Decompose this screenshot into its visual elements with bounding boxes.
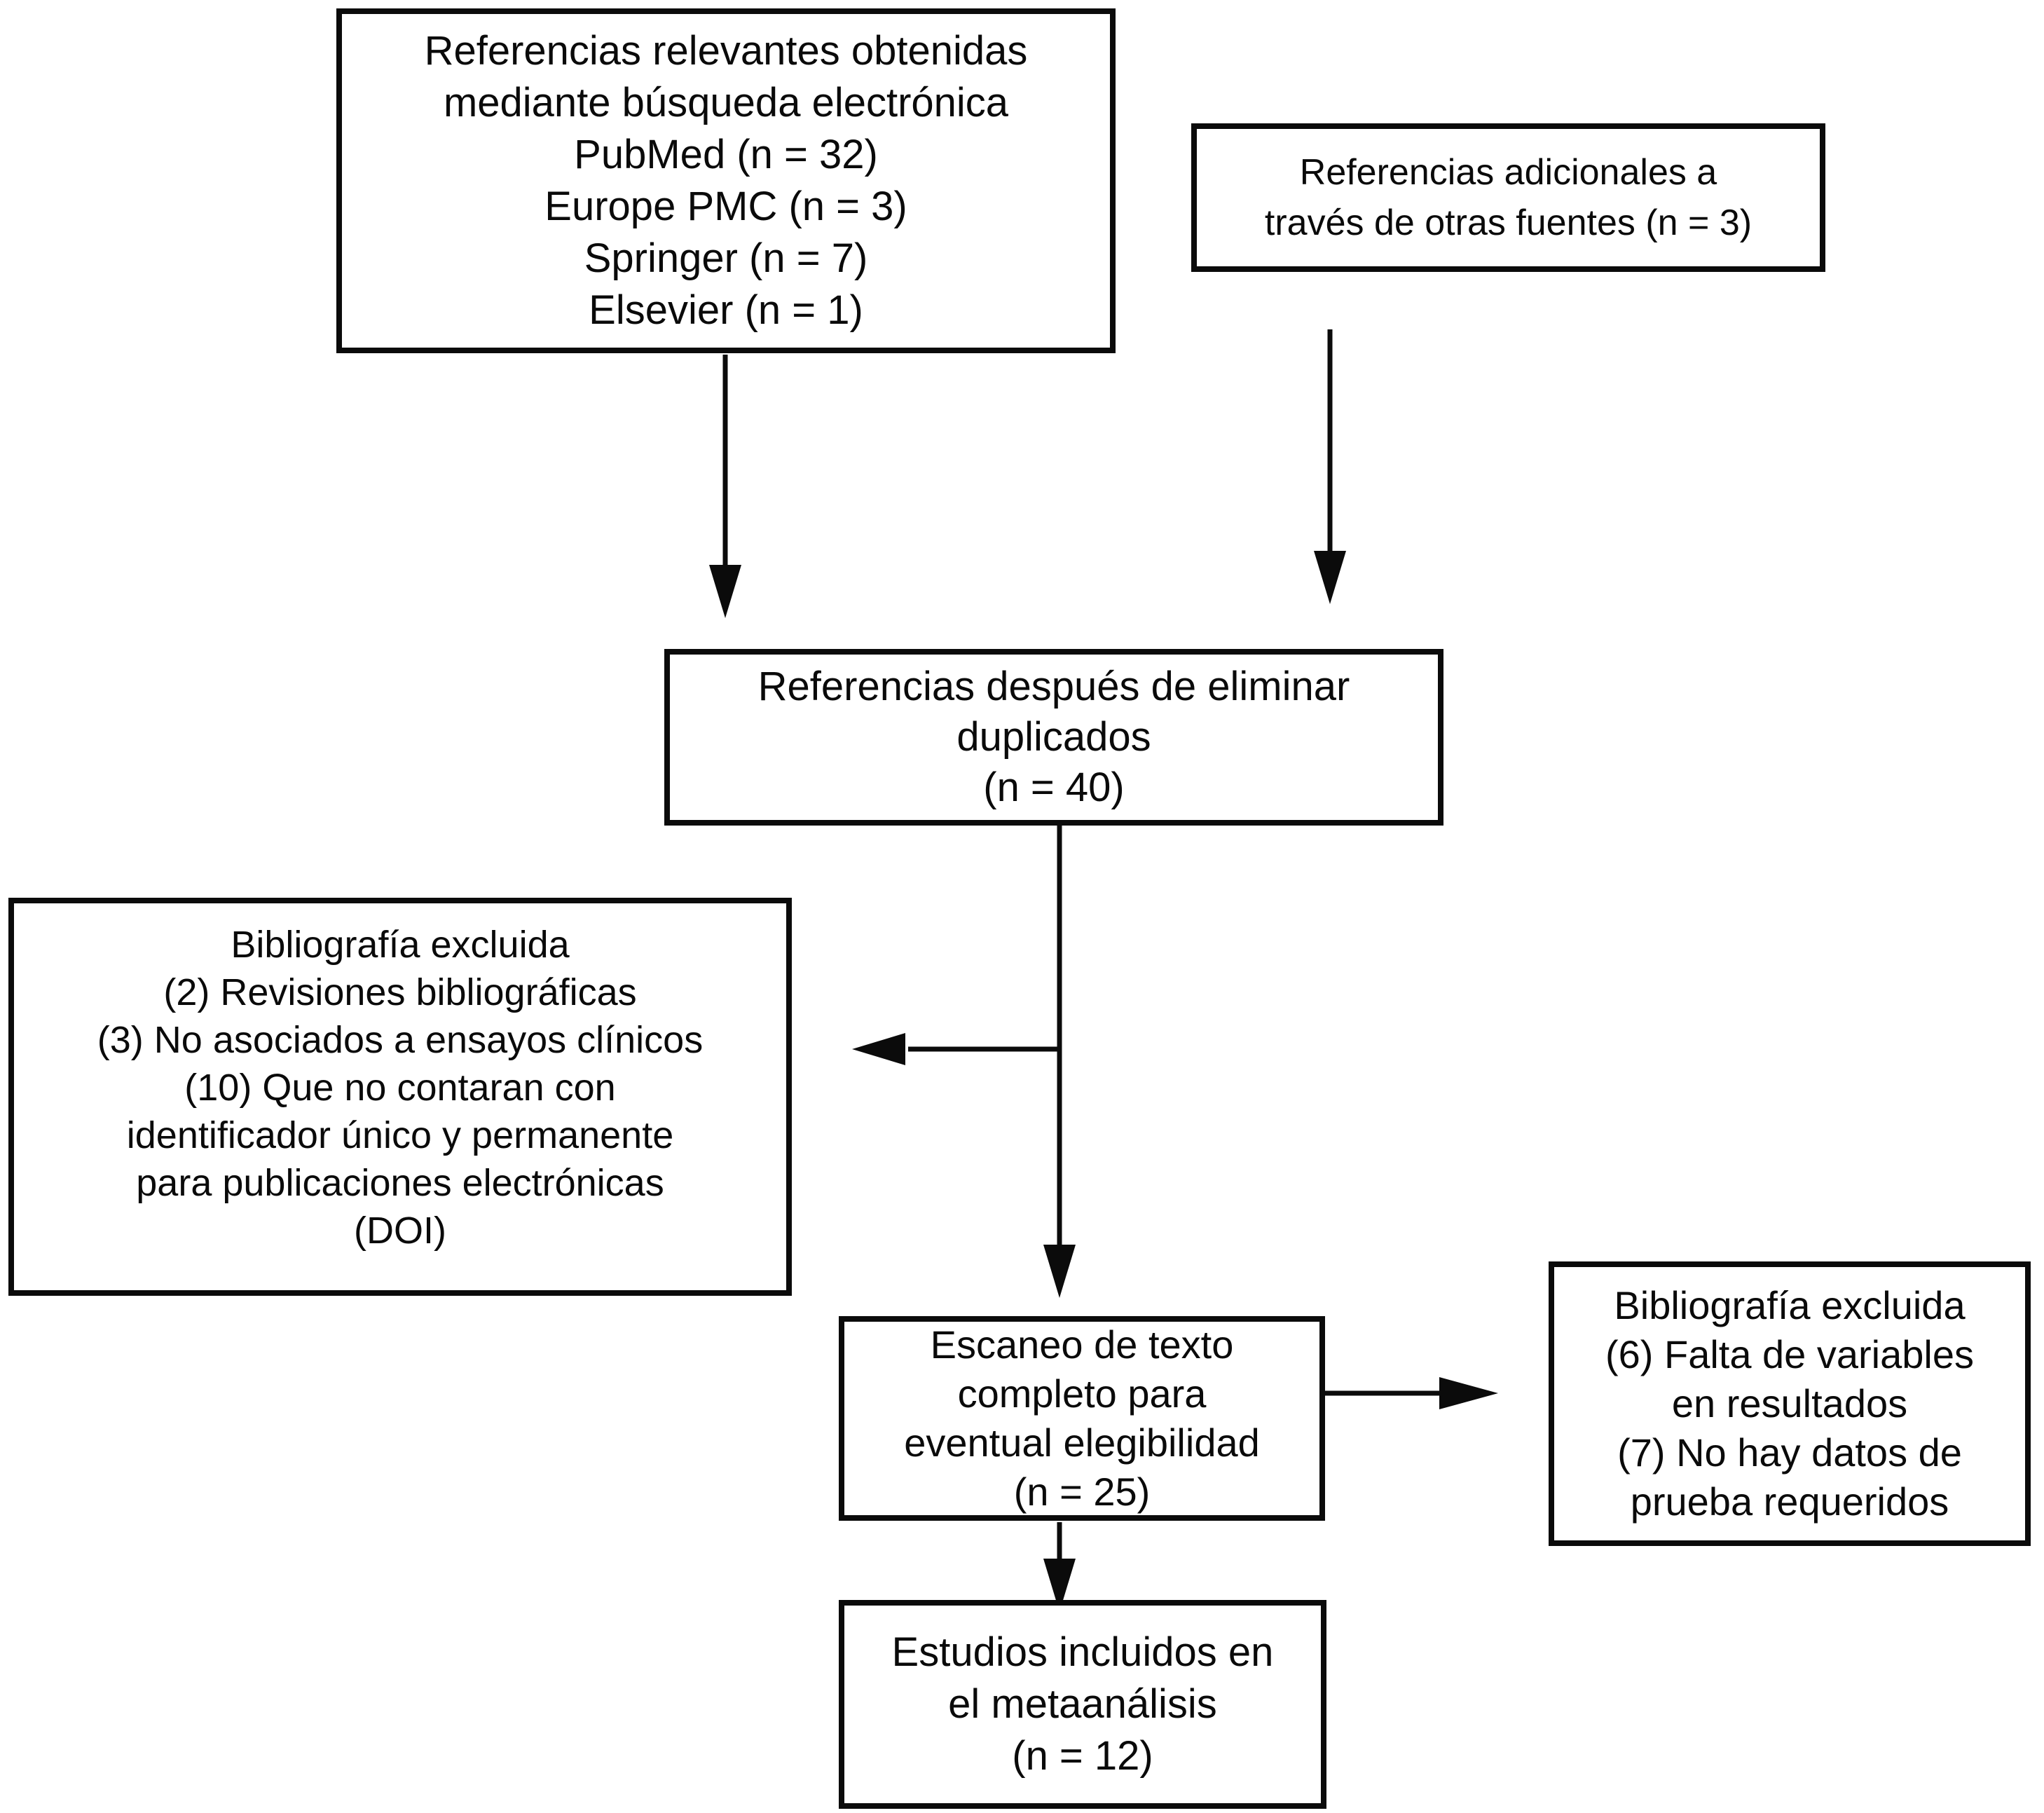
box-fulltext-eligibility-scan-text: Escaneo de texto completo para eventual … [904,1322,1260,1514]
box-after-duplicates-removed-text: Referencias después de eliminar duplicad… [757,664,1350,810]
box-excluded-bibliography-fulltext: Bibliografía excluida (6) Falta de varia… [1549,1261,2031,1546]
arrow-dedup-to-excluded1 [852,1033,1059,1065]
box-electronic-search: Referencias relevantes obtenidas mediant… [336,8,1116,353]
box-after-duplicates-removed: Referencias después de eliminar duplicad… [664,649,1443,826]
arrow-search-to-dedup [709,355,741,618]
box-excluded-bibliography-fulltext-text: Bibliografía excluida (6) Falta de varia… [1605,1283,1974,1524]
box-included-studies-text: Estudios incluidos en el metaanálisis (n… [891,1629,1274,1779]
arrow-fulltext-to-excluded2 [1325,1377,1498,1409]
box-additional-sources: Referencias adicionales a través de otra… [1191,123,1825,272]
box-fulltext-eligibility-scan: Escaneo de texto completo para eventual … [839,1316,1325,1521]
box-additional-sources-text: Referencias adicionales a través de otra… [1264,152,1753,243]
arrow-dedup-to-fulltext [1043,825,1076,1298]
arrow-fulltext-to-included [1043,1522,1076,1612]
box-included-studies: Estudios incluidos en el metaanálisis (n… [839,1600,1326,1809]
box-electronic-search-text: Referencias relevantes obtenidas mediant… [424,28,1028,333]
box-excluded-bibliography-screening: Bibliografía excluida (2) Revisiones bib… [8,898,792,1296]
box-excluded-bibliography-screening-text: Bibliografía excluida (2) Revisiones bib… [97,924,704,1252]
arrow-additional-to-dedup [1314,329,1346,604]
